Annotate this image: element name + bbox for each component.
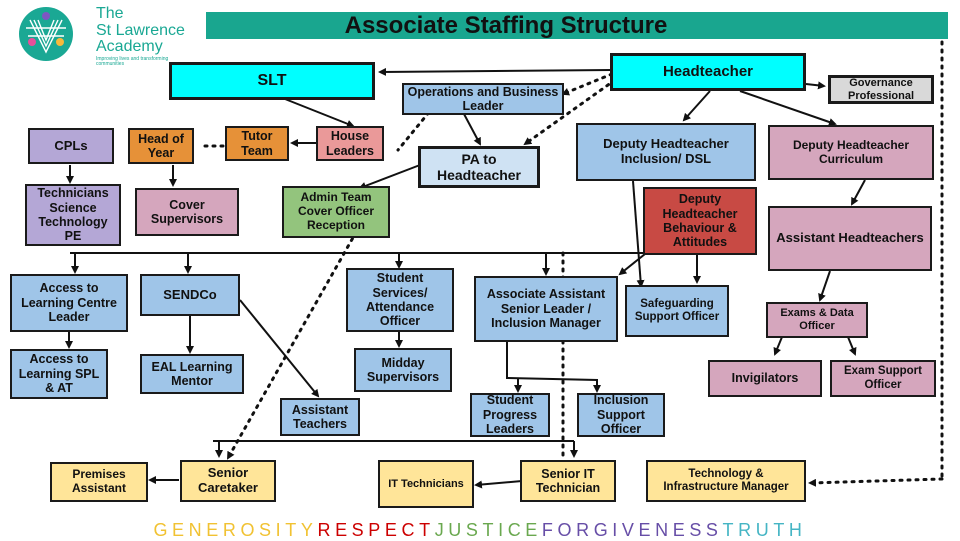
tutor-team-box: Tutor Team — [225, 126, 289, 161]
access-to-learning-centre-box: Access to Learning Centre Leader — [10, 274, 128, 332]
student-services-box: Student Services/ Attendance Officer — [346, 268, 454, 332]
logo-tagline: Improving lives and transforming communi… — [96, 56, 169, 67]
senior-it-technician-box: Senior IT Technician — [520, 460, 616, 502]
deputy-headteacher-curriculum-box: Deputy Headteacher Curriculum — [768, 125, 934, 180]
invigilators-box: Invigilators — [708, 360, 822, 397]
deputy-headteacher-inclusion-box: Deputy Headteacher Inclusion/ DSL — [576, 123, 756, 181]
premises-assistant-box: Premises Assistant — [50, 462, 148, 502]
academy-logo: The St Lawrence Academy Improving lives … — [18, 5, 188, 67]
exams-data-officer-box: Exams & Data Officer — [766, 302, 868, 338]
admin-team-box: Admin Team Cover Officer Reception — [282, 186, 390, 238]
value-word-truth: TRUTH — [722, 520, 807, 540]
associate-assistant-senior-leader-box: Associate Assistant Senior Leader / Incl… — [474, 276, 618, 342]
assistant-headteachers-box: Assistant Headteachers — [768, 206, 932, 271]
deputy-headteacher-behaviour-box: Deputy Headteacher Behaviour & Attitudes — [643, 187, 757, 255]
cover-supervisors-box: Cover Supervisors — [135, 188, 239, 236]
logo-line-1: The — [96, 5, 124, 22]
logo-line-3: Academy — [96, 38, 163, 55]
safeguarding-support-officer-box: Safeguarding Support Officer — [625, 285, 729, 337]
midday-supervisors-box: Midday Supervisors — [354, 348, 452, 392]
pa-to-headteacher-box: PA to Headteacher — [418, 146, 540, 188]
page-title: Associate Staffing Structure — [344, 11, 668, 39]
operations-business-leader-box: Operations and Business Leader — [402, 83, 564, 115]
value-word-forgiveness: FORGIVENESS — [541, 520, 723, 540]
assistant-teachers-box: Assistant Teachers — [280, 398, 360, 436]
sendco-box: SENDCo — [140, 274, 240, 316]
technicians-box: Technicians Science Technology PE — [25, 184, 121, 246]
inclusion-support-officer-box: Inclusion Support Officer — [577, 393, 665, 437]
values-line: GENEROSITYRESPECTJUSTICEFORGIVENESSTRUTH — [153, 520, 806, 540]
access-to-learning-spl-box: Access to Learning SPL & AT — [10, 349, 108, 399]
student-progress-leaders-box: Student Progress Leaders — [470, 393, 550, 437]
exam-support-officer-box: Exam Support Officer — [830, 360, 936, 397]
school-values: GENEROSITYRESPECTJUSTICEFORGIVENESSTRUTH — [0, 520, 960, 541]
headteacher-box: Headteacher — [610, 53, 806, 91]
cpls-box: CPLs — [28, 128, 114, 164]
house-leaders-box: House Leaders — [316, 126, 384, 161]
eal-learning-mentor-box: EAL Learning Mentor — [140, 354, 244, 394]
governance-professional-box: Governance Professional — [828, 75, 934, 104]
slt-box: SLT — [169, 62, 375, 100]
head-of-year-box: Head of Year — [128, 128, 194, 164]
value-word-respect: RESPECT — [317, 520, 435, 540]
it-technicians-box: IT Technicians — [378, 460, 474, 508]
title-bar — [206, 12, 948, 39]
value-word-justice: JUSTICE — [434, 520, 542, 540]
academy-emblem-icon — [19, 7, 73, 61]
technology-infrastructure-manager-box: Technology & Infrastructure Manager — [646, 460, 806, 502]
logo-line-2: St Lawrence — [96, 22, 185, 39]
value-word-generosity: GENEROSITY — [153, 520, 318, 540]
senior-caretaker-box: Senior Caretaker — [180, 460, 276, 502]
